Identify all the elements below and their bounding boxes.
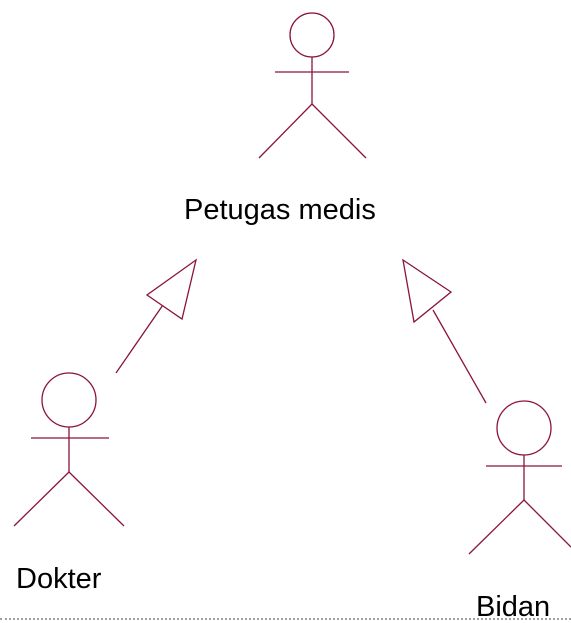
actor-dokter-right-leg — [68, 471, 125, 527]
actor-bidan-head — [496, 400, 552, 456]
actor-bidan[interactable] — [468, 400, 571, 555]
actor-dokter-label: Dokter — [16, 563, 102, 595]
actor-petugas-medis-head — [289, 12, 335, 58]
actor-bidan-left-leg — [468, 499, 525, 555]
actor-petugas-medis-right-leg — [311, 103, 367, 159]
page-boundary-line — [0, 618, 571, 620]
actor-bidan-label: Bidan — [476, 591, 551, 623]
actor-dokter-left-leg — [13, 471, 70, 527]
generalization-bidan-to-petugas-medis[interactable] — [402, 258, 487, 404]
actor-petugas-medis-left-leg — [258, 103, 313, 159]
actor-dokter[interactable] — [13, 372, 125, 527]
generalization-dokter-to-petugas-medis[interactable] — [115, 258, 198, 374]
generalization-bidan-arrowhead — [402, 258, 453, 324]
actor-petugas-medis-label: Petugas medis — [184, 194, 376, 226]
actor-dokter-head — [41, 372, 97, 428]
generalization-dokter-line — [115, 301, 166, 374]
actor-petugas-medis[interactable] — [258, 12, 367, 159]
actor-bidan-right-leg — [523, 499, 571, 548]
generalization-bidan-line — [432, 309, 487, 404]
generalization-dokter-arrowhead — [145, 258, 198, 321]
